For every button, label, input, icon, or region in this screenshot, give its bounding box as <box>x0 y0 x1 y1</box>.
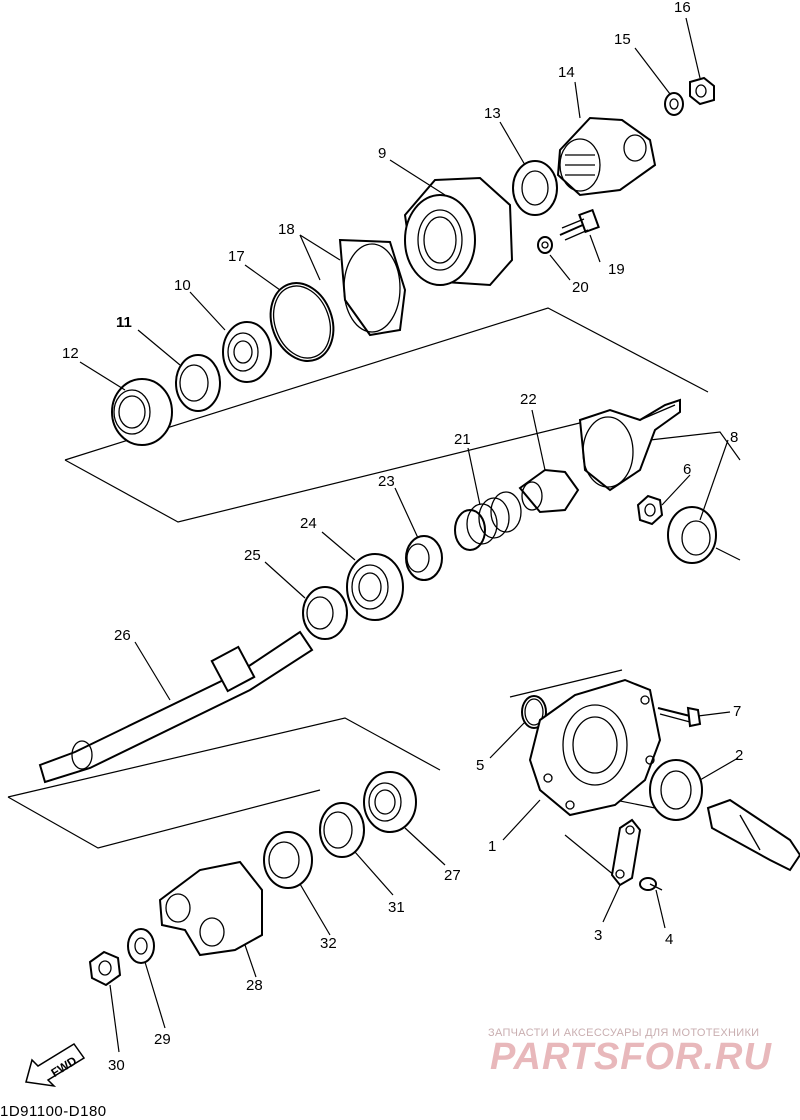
label-9: 9 <box>378 145 386 162</box>
label-19: 19 <box>608 261 625 278</box>
label-24: 24 <box>300 515 317 532</box>
label-1: 1 <box>488 838 496 855</box>
part-27-bearing <box>363 771 417 833</box>
label-22: 22 <box>520 391 537 408</box>
label-20: 20 <box>572 279 589 296</box>
label-13: 13 <box>484 105 501 122</box>
part-3-bracket <box>610 818 642 887</box>
watermark-tagline: ЗАПЧАСТИ И АКСЕССУАРЫ ДЛЯ МОТОТЕХНИКИ <box>488 1027 760 1039</box>
part-30-nut <box>88 950 122 987</box>
leader-lines <box>79 17 739 1053</box>
part-6-nut <box>636 494 664 526</box>
label-18: 18 <box>278 221 295 238</box>
part-16-nut <box>689 76 715 106</box>
label-5: 5 <box>476 757 484 774</box>
part-19-bolt <box>559 208 600 241</box>
part-18-shim <box>338 238 407 337</box>
assembly-outline-pinion <box>649 431 741 561</box>
part-number-labels: 16 15 14 13 9 18 17 10 11 12 19 20 22 21… <box>62 0 743 1074</box>
part-21-spring <box>454 491 522 551</box>
part-8-pinion-gear <box>578 398 681 492</box>
label-25: 25 <box>244 547 261 564</box>
label-28: 28 <box>246 977 263 994</box>
part-17-o-ring <box>269 282 335 362</box>
output-shaft <box>706 798 800 872</box>
part-32-oil-seal <box>263 831 313 889</box>
label-11: 11 <box>116 314 132 331</box>
part-20-washer <box>537 236 553 254</box>
label-26: 26 <box>114 627 131 644</box>
label-15: 15 <box>614 31 631 48</box>
fwd-arrow-icon: FWD <box>22 1040 92 1095</box>
label-30: 30 <box>108 1057 125 1074</box>
part-1-gear-housing <box>528 678 662 817</box>
part-9-bearing-housing <box>403 176 514 287</box>
part-12-oil-seal <box>111 378 173 446</box>
watermark-logo: PARTSFOR.RU <box>490 1036 772 1078</box>
part-26-drive-shaft <box>38 630 314 784</box>
part-10-bearing <box>222 321 272 383</box>
part-22-collar <box>518 468 580 514</box>
label-2: 2 <box>735 747 743 764</box>
label-16: 16 <box>674 0 691 16</box>
part-13-oil-seal <box>512 160 558 216</box>
part-31-bearing-race <box>319 802 365 858</box>
label-27: 27 <box>444 867 461 884</box>
label-3: 3 <box>594 927 602 944</box>
label-10: 10 <box>174 277 191 294</box>
label-14: 14 <box>558 64 575 81</box>
part-15-washer <box>664 92 684 116</box>
part-7-bolt <box>657 706 702 728</box>
part-4-screw <box>639 877 663 891</box>
label-8: 8 <box>730 429 738 446</box>
part-29-washer <box>127 928 155 964</box>
part-11-bearing-race <box>175 354 221 412</box>
diagram-code: 1D91100-D180 <box>0 1103 107 1120</box>
label-32: 32 <box>320 935 337 952</box>
label-4: 4 <box>665 931 673 948</box>
label-17: 17 <box>228 248 245 265</box>
part-24-bearing <box>346 553 404 621</box>
part-2-bearing <box>649 759 703 821</box>
assembly-outline-upper <box>64 307 709 523</box>
label-7: 7 <box>733 703 741 720</box>
label-12: 12 <box>62 345 79 362</box>
part-25-oil-seal <box>302 586 348 640</box>
assembly-outline-lower <box>7 717 441 849</box>
part-8-drive-gear <box>667 506 717 564</box>
label-21: 21 <box>454 431 471 448</box>
label-6: 6 <box>683 461 691 478</box>
label-23: 23 <box>378 473 395 490</box>
part-14-yoke <box>556 116 657 197</box>
label-31: 31 <box>388 899 405 916</box>
part-28-yoke <box>158 860 263 957</box>
part-23-bushing <box>405 535 443 581</box>
label-29: 29 <box>154 1031 171 1048</box>
